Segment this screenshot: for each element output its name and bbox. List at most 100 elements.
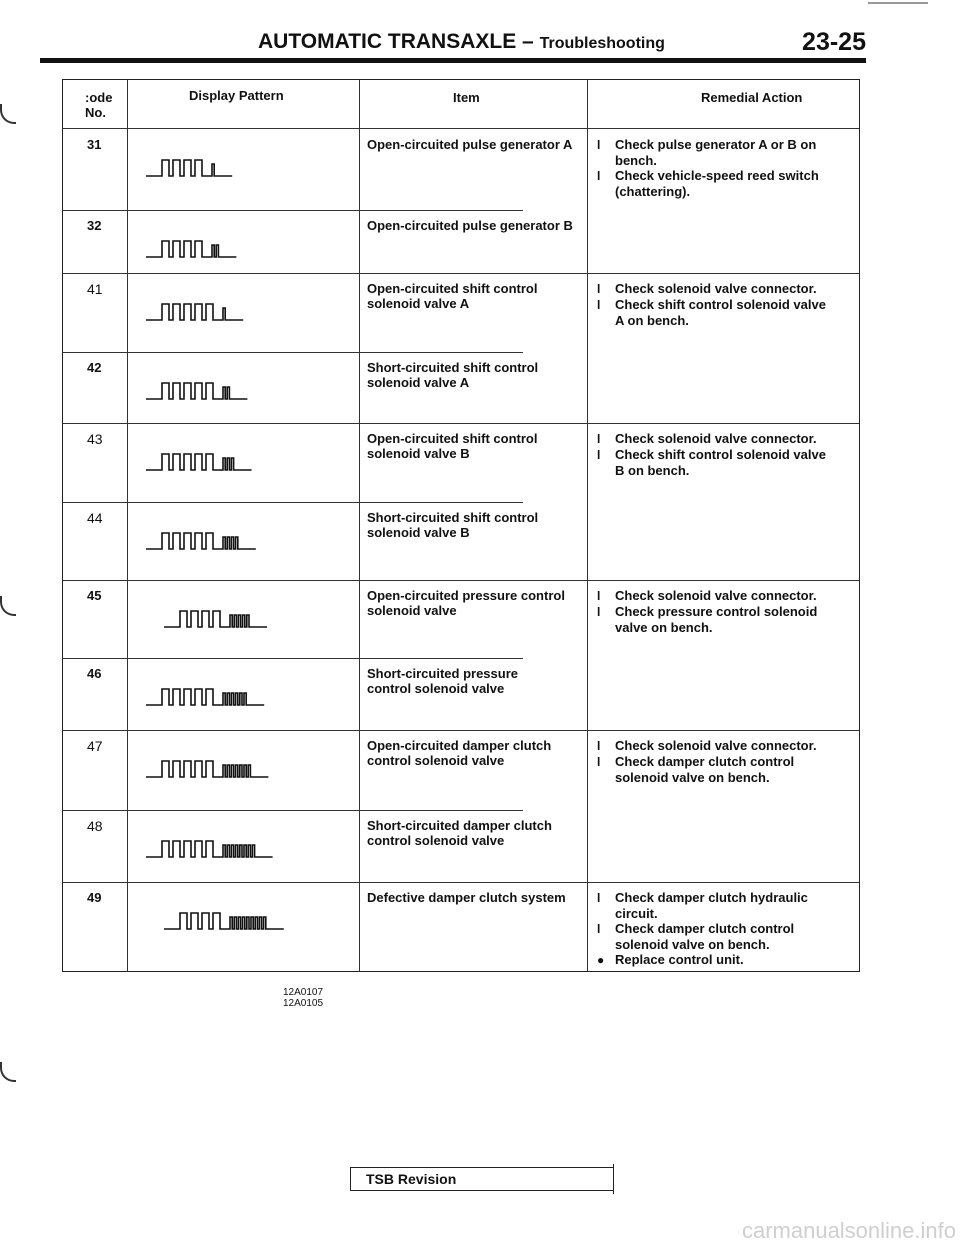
- remedial-action-text: Check solenoid valve connector.: [615, 281, 817, 296]
- code-number: 43: [87, 431, 103, 447]
- item-column-header: Item: [453, 90, 480, 105]
- bullet-icon: l: [597, 138, 601, 152]
- page-header: AUTOMATIC TRANSAXLE – Troubleshooting 23…: [40, 28, 866, 58]
- bullet-icon: l: [597, 282, 601, 296]
- display-pattern: [145, 532, 257, 550]
- watermark: carmanualsonline.info: [741, 1218, 956, 1243]
- column-divider: [359, 80, 360, 971]
- remedial-action-item: l Check vehicle-speed reed switch (chatte…: [597, 168, 855, 199]
- pulse-waveform: [145, 382, 248, 400]
- item-description: Open-circuited pressure control solenoid…: [367, 588, 565, 618]
- header-row-divider: [63, 128, 859, 129]
- code-number: 46: [87, 666, 102, 681]
- display-pattern: [145, 688, 265, 706]
- page-title: AUTOMATIC TRANSAXLE – Troubleshooting: [258, 30, 665, 53]
- action-column-header: Remedial Action: [701, 90, 803, 105]
- bullet-icon: l: [597, 605, 601, 619]
- item-description: Open-circuited pulse generator B: [367, 218, 573, 233]
- code-number: 47: [87, 738, 103, 754]
- bullet-icon: ●: [597, 953, 605, 967]
- display-pattern: [145, 453, 253, 471]
- binding-mark: [0, 596, 16, 616]
- display-pattern: [145, 760, 269, 778]
- remedial-action-item: l Check shift control solenoid valve A on…: [597, 297, 855, 328]
- code-number: 42: [87, 360, 102, 375]
- display-pattern: [163, 912, 285, 930]
- display-pattern: [145, 240, 237, 258]
- row-divider: [63, 658, 523, 659]
- row-divider: [63, 502, 523, 503]
- pulse-waveform: [145, 453, 252, 471]
- binding-mark: [0, 104, 16, 124]
- remedial-action-text: Check solenoid valve connector.: [615, 738, 817, 753]
- bullet-icon: l: [597, 432, 601, 446]
- remedial-action-item: ● Replace control unit.: [597, 952, 855, 968]
- row-divider: [63, 423, 859, 424]
- code-number: 41: [87, 281, 103, 297]
- bullet-icon: l: [597, 891, 601, 905]
- display-pattern: [145, 382, 248, 400]
- bullet-icon: l: [597, 448, 601, 462]
- pulse-waveform: [145, 532, 256, 550]
- pulse-waveform: [164, 610, 267, 628]
- remedial-action-text: Check solenoid valve connector.: [615, 588, 817, 603]
- remedial-action-text: Check pressure control solenoid valve on…: [615, 604, 818, 635]
- pulse-waveform: [145, 159, 233, 177]
- column-divider: [127, 80, 128, 971]
- column-divider: [587, 80, 588, 971]
- item-description: Short-circuited shift control solenoid v…: [367, 510, 539, 540]
- remedial-action-text: Replace control unit.: [615, 952, 744, 967]
- pulse-waveform: [145, 303, 244, 321]
- tsb-revision-label: TSB Revision: [366, 1171, 457, 1187]
- remedial-action-item: l Check pulse generator A or B on bench.: [597, 137, 855, 168]
- pulse-waveform: [145, 688, 265, 706]
- item-description: Short-circuited shift control solenoid v…: [367, 360, 539, 390]
- row-divider: [63, 352, 523, 353]
- item-description: Open-circuited damper clutch control sol…: [367, 738, 552, 768]
- remedial-action-text: Check damper clutch control solenoid val…: [615, 921, 795, 952]
- item-description: Open-circuited shift control solenoid va…: [367, 431, 538, 461]
- remedial-action-text: Check vehicle-speed reed switch (chatter…: [615, 168, 819, 199]
- top-edge-tick: [868, 2, 928, 4]
- display-pattern: [145, 303, 244, 321]
- remedial-action-item: l Check solenoid valve connector.: [597, 431, 855, 447]
- remedial-action-item: l Check pressure control solenoid valve o…: [597, 604, 855, 635]
- code-number: 45: [87, 588, 102, 603]
- item-description: Short-circuited pressure control solenoi…: [367, 666, 518, 696]
- remedial-action-text: Check damper clutch control solenoid val…: [615, 754, 795, 785]
- figure-ids: 12A0107 12A0105: [283, 987, 324, 1009]
- bullet-icon: l: [597, 169, 601, 183]
- remedial-action-item: l Check damper clutch control solenoid va…: [597, 921, 855, 952]
- row-divider: [63, 730, 859, 731]
- bullet-icon: l: [597, 922, 601, 936]
- remedial-action-item: l Check damper clutch control solenoid va…: [597, 754, 855, 785]
- remedial-action-text: Check solenoid valve connector.: [615, 431, 817, 446]
- remedial-action-text: Check damper clutch hydraulic circuit.: [615, 890, 808, 921]
- page-number: 23-25: [802, 28, 866, 56]
- remedial-action-text: Check shift control solenoid valve B on …: [615, 447, 826, 478]
- bullet-icon: l: [597, 298, 601, 312]
- display-pattern: [145, 840, 274, 858]
- code-number: 31: [87, 137, 102, 152]
- bullet-icon: l: [597, 755, 601, 769]
- remedial-action-text: Check pulse generator A or B on bench.: [615, 137, 817, 168]
- pattern-column-header: Display Pattern: [189, 88, 284, 103]
- pulse-waveform: [145, 840, 273, 858]
- bullet-icon: l: [597, 589, 601, 603]
- remedial-action-item: l Check shift control solenoid valve B on…: [597, 447, 855, 478]
- row-divider: [63, 810, 523, 811]
- remedial-action-text: Check shift control solenoid valve A on …: [615, 297, 826, 328]
- tsb-revision-box: TSB Revision: [350, 1164, 614, 1194]
- pulse-waveform: [163, 912, 284, 930]
- item-description: Short-circuited damper clutch control so…: [367, 818, 552, 848]
- pulse-waveform: [145, 760, 269, 778]
- row-divider: [63, 210, 523, 211]
